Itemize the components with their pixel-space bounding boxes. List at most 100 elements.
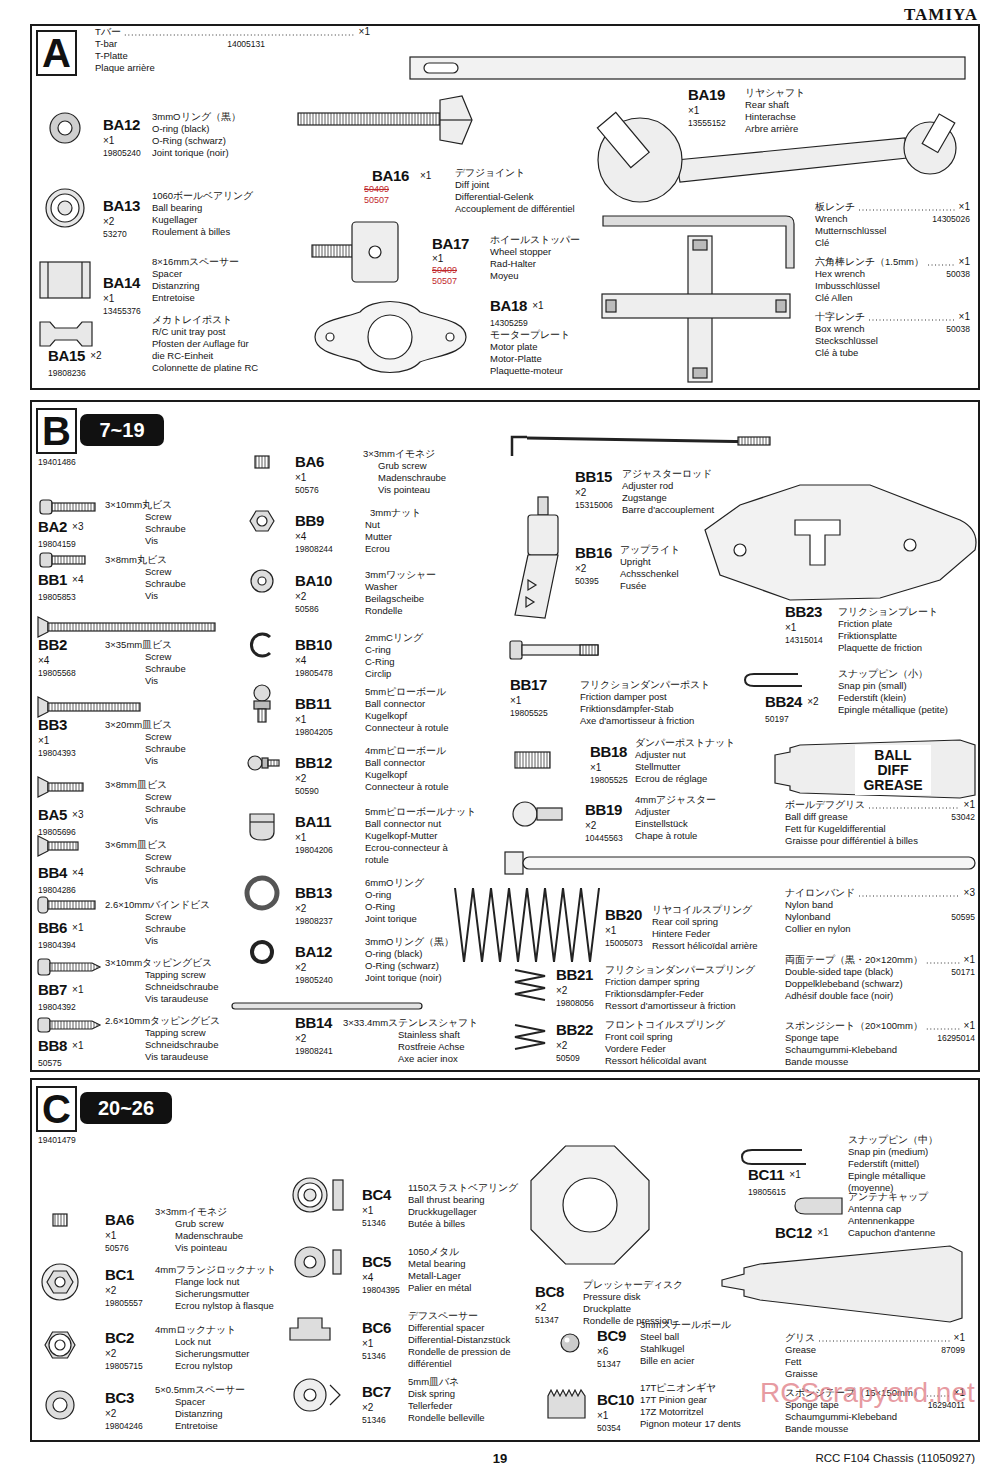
part-name: Sicherungsmutter [175, 1348, 249, 1360]
page-number: 19 [493, 1451, 507, 1466]
coil-spring-drawing [515, 1025, 545, 1049]
part-number: 19804394 [38, 940, 76, 950]
quantity: ×2 [575, 487, 586, 499]
part-name: Schaumgummi-Klebeband [785, 1411, 897, 1423]
small-part-drawing [47, 1271, 73, 1293]
tube-label: BALL DIFF GREASE [862, 748, 924, 793]
part-name: Rondelle de pression de différentiel [408, 1346, 523, 1370]
part-number: 19805525 [590, 775, 628, 785]
part-code: BB22 [556, 1022, 593, 1038]
quantity: ×1 [964, 954, 975, 966]
part-name: 2.6×10mmバインドビス [105, 899, 210, 911]
part-code: BA16 [372, 168, 409, 184]
adjuster-rod-drawing [512, 437, 770, 456]
part-name: Grub screw [175, 1218, 224, 1230]
part-name: Friktionsdämpfer-Feder [605, 988, 704, 1000]
ball-bearing-drawing [46, 189, 84, 227]
part-name: 六角棒レンチ（1.5mm） [815, 256, 924, 268]
part-name: Adjuster nut [635, 749, 686, 761]
part-name: 両面テープ（黒・20×120mm） [785, 954, 923, 966]
part-number: 19805853 [38, 592, 76, 602]
motor-plate-drawing [368, 315, 412, 359]
upright-drawing [528, 515, 558, 555]
damper-post-drawing [522, 645, 598, 655]
part-number: 19804392 [38, 1002, 76, 1012]
part-name: Ressort hélicoïdal arrière [652, 940, 758, 952]
quantity: ×2 [295, 1033, 306, 1045]
small-part-drawing [293, 1178, 327, 1212]
part-number: 50576 [105, 1243, 129, 1253]
quantity: ×2 [535, 1302, 546, 1314]
upright-drawing [538, 497, 548, 515]
quantity: ×2 [295, 903, 306, 915]
part-name: O-ring [365, 889, 391, 901]
part-name: スナップピン（中） [848, 1134, 938, 1146]
part-number: 51346 [362, 1351, 386, 1361]
part-name: 1150スラストベアリング [408, 1182, 518, 1194]
part-code: BA2 [38, 519, 67, 535]
small-part-drawing [548, 1390, 585, 1418]
adjuster-drawing [513, 802, 537, 826]
quantity: ×4 [295, 531, 306, 543]
ball-bearing-drawing [58, 201, 72, 215]
o-ring-drawing [50, 113, 80, 143]
part-name: Bande mousse [785, 1056, 848, 1068]
part-name: プレッシャーディスク [583, 1279, 683, 1291]
part-name: O-ring (black) [365, 948, 423, 960]
screw-drawing [38, 617, 48, 637]
nylon-band-drawing [505, 852, 975, 874]
part-name: Vis pointeau [175, 1242, 227, 1254]
part-number: 14305026 [932, 214, 970, 224]
adjuster-rod-drawing [738, 437, 770, 445]
part-name: Vis [145, 815, 158, 827]
small-part-drawing [49, 1334, 71, 1356]
adjuster-drawing [537, 808, 562, 820]
dotted-leader [859, 210, 955, 211]
quantity: ×1 [72, 1040, 83, 1052]
part-number: 19804206 [295, 845, 333, 855]
part-name: Federstift (mittel) [848, 1158, 919, 1170]
part-name: Friction damper post [580, 691, 667, 703]
part-name: Antenna cap [848, 1203, 901, 1215]
part-number: 19808237 [295, 916, 333, 926]
part-name: Screw [145, 851, 171, 863]
part-code: BC11 [748, 1167, 784, 1183]
quantity: ×1 [964, 1020, 975, 1032]
spacer-drawing [40, 262, 90, 298]
box-wrench-drawing [602, 294, 790, 318]
part-name: デフジョイント [455, 167, 525, 179]
part-name: Spacer [152, 268, 182, 280]
part-name: Plaque arrière [95, 62, 155, 74]
wrench-drawing [922, 114, 955, 152]
screw-drawing [40, 500, 52, 514]
part-code: BC4 [362, 1187, 391, 1203]
part-name: 5×0.5mmスペーサー [155, 1384, 245, 1396]
parts-panel: Tバー×1T-bar14005131T-PlattePlaque arrière… [30, 24, 980, 390]
part-name: 3mmOリング（黒） [365, 936, 454, 948]
part-code: BB2 [38, 637, 67, 653]
part-name: Ecrou de réglage [635, 773, 707, 785]
dotted-leader [125, 35, 355, 36]
snap-pin-drawing [745, 674, 802, 686]
part-name: Ball connector nut [365, 818, 441, 830]
part-code: BC9 [597, 1328, 626, 1344]
quantity: ×2 [105, 1348, 116, 1360]
quantity: ×1 [38, 735, 49, 747]
wrench-drawing [597, 112, 956, 202]
part-name: Druckkugellager [408, 1206, 477, 1218]
part-name: Flange lock nut [175, 1276, 239, 1288]
part-name: 3mmナット [370, 507, 421, 519]
part-name: 3mmワッシャー [365, 569, 436, 581]
small-part-drawing [232, 1003, 422, 1009]
small-part-drawing [252, 942, 272, 962]
part-number: 50171 [951, 967, 975, 977]
quantity: ×1 [72, 984, 83, 996]
part-name: Madenschraube [175, 1230, 243, 1242]
part-number: 19805240 [103, 148, 141, 158]
part-name: 17T Pinion gear [640, 1394, 707, 1406]
nut-drawing [515, 752, 550, 768]
part-name: アンテナキャップ [848, 1191, 928, 1203]
wheel-stopper-drawing [369, 246, 381, 258]
part-name: Joint torique [365, 913, 417, 925]
part-name: T-Platte [95, 50, 128, 62]
